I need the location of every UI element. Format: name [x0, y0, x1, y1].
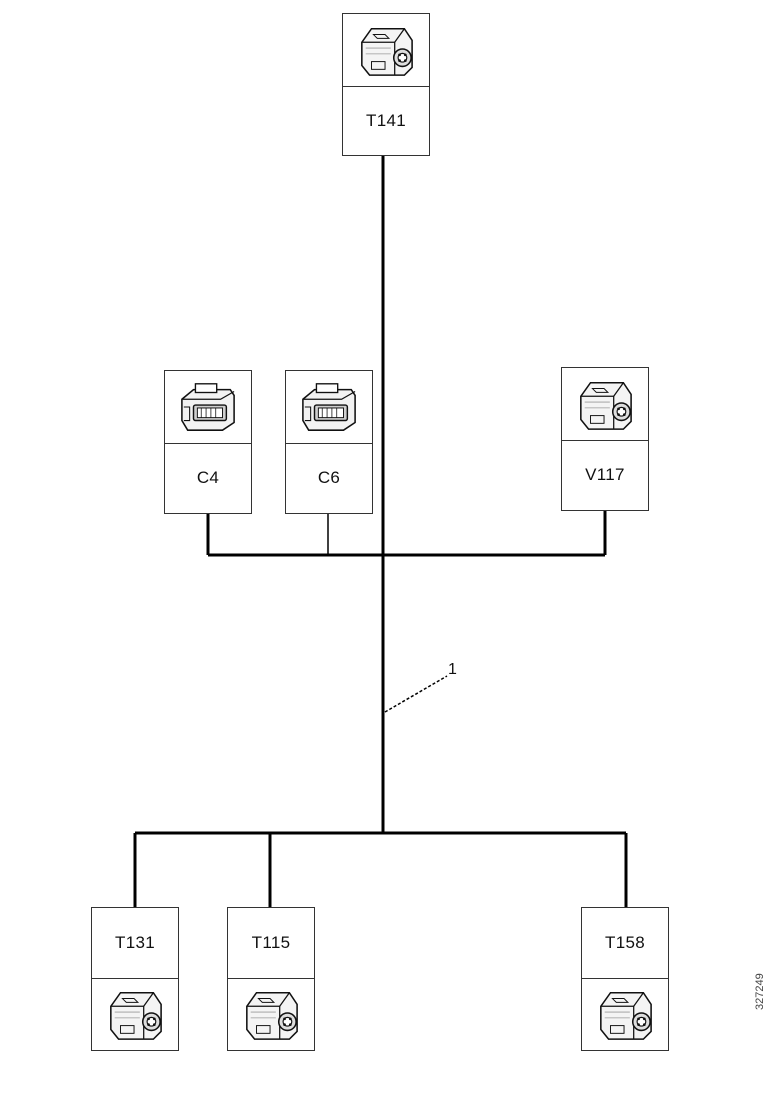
flat-connector-icon	[286, 371, 372, 443]
node-c6[interactable]: C6	[285, 370, 373, 514]
connector-block-icon	[562, 368, 648, 440]
node-t158[interactable]: T158	[581, 907, 669, 1051]
connector-block-icon	[228, 978, 314, 1050]
node-t115[interactable]: T115	[227, 907, 315, 1051]
document-number: 327249	[754, 973, 766, 1010]
node-label: C6	[317, 468, 341, 487]
node-label: T115	[251, 933, 291, 952]
callout-number: 1	[448, 661, 457, 678]
connector-block-icon	[582, 978, 668, 1050]
connector-block-icon	[343, 14, 429, 86]
node-t141[interactable]: T141	[342, 13, 430, 156]
node-label: T141	[366, 110, 406, 130]
node-v117[interactable]: V117	[561, 367, 649, 511]
node-t131[interactable]: T131	[91, 907, 179, 1051]
connector-block-icon	[92, 978, 178, 1050]
callout-leader	[384, 675, 448, 713]
flat-connector-icon	[165, 371, 251, 443]
node-label: C4	[196, 468, 220, 487]
node-label: T131	[115, 933, 155, 952]
node-label: T158	[605, 933, 645, 952]
node-label: V117	[585, 465, 625, 484]
node-c4[interactable]: C4	[164, 370, 252, 514]
